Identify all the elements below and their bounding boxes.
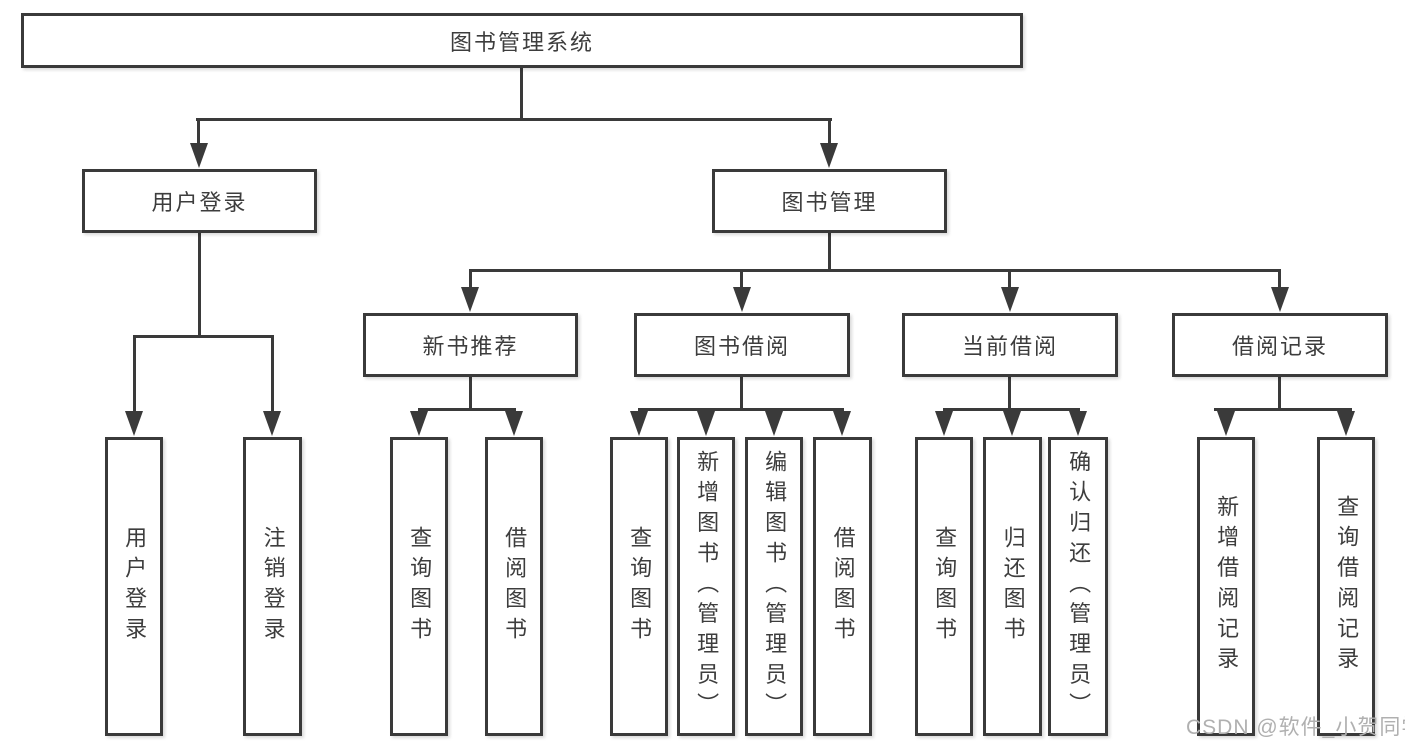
leaf-return-books-label: 归还图书 bbox=[1000, 525, 1026, 648]
arrowhead-down-icon bbox=[125, 411, 143, 436]
node-user-login: 用户登录 bbox=[82, 169, 317, 233]
leaf-add-books-admin: 新增图书（管理员） bbox=[677, 437, 735, 736]
node-borrow-records-label: 借阅记录 bbox=[1231, 334, 1328, 359]
arrowhead-down-icon bbox=[461, 287, 479, 312]
connector-line bbox=[418, 408, 516, 411]
leaf-user-login-label: 用户登录 bbox=[122, 525, 148, 648]
node-new-book-recommend: 新书推荐 bbox=[363, 313, 578, 377]
connector-line bbox=[469, 271, 472, 289]
connector-line bbox=[1214, 408, 1352, 411]
connector-line bbox=[271, 337, 274, 413]
connector-line bbox=[828, 231, 831, 271]
connector-line bbox=[198, 231, 201, 337]
connector-line bbox=[520, 66, 523, 120]
arrowhead-down-icon bbox=[1337, 411, 1355, 436]
arrowhead-down-icon bbox=[630, 411, 648, 436]
leaf-borrow-books: 借阅图书 bbox=[813, 437, 872, 736]
leaf-query-books-recommend: 查询图书 bbox=[390, 437, 448, 736]
node-book-management-label: 图书管理 bbox=[781, 190, 878, 215]
node-current-borrow: 当前借阅 bbox=[902, 313, 1118, 377]
arrowhead-down-icon bbox=[733, 287, 751, 312]
leaf-query-books-borrow-label: 查询图书 bbox=[627, 525, 653, 648]
arrowhead-down-icon bbox=[1003, 411, 1021, 436]
arrowhead-down-icon bbox=[1069, 411, 1087, 436]
node-book-borrow-label: 图书借阅 bbox=[693, 334, 790, 359]
node-current-borrow-label: 当前借阅 bbox=[961, 334, 1058, 359]
leaf-edit-books-admin-label: 编辑图书（管理员） bbox=[762, 449, 788, 724]
connector-line bbox=[740, 271, 743, 289]
connector-line bbox=[133, 337, 136, 413]
connector-line bbox=[1008, 375, 1011, 410]
leaf-add-borrow-record-label: 新增借阅记录 bbox=[1214, 495, 1240, 678]
leaf-query-books-recommend-label: 查询图书 bbox=[407, 525, 433, 648]
leaf-user-login: 用户登录 bbox=[105, 437, 163, 736]
arrowhead-down-icon bbox=[190, 143, 208, 168]
node-user-login-label: 用户登录 bbox=[151, 190, 248, 215]
leaf-query-borrow-record-label: 查询借阅记录 bbox=[1334, 495, 1360, 678]
leaf-borrow-books-label: 借阅图书 bbox=[830, 525, 856, 648]
connector-line bbox=[469, 375, 472, 410]
node-book-borrow: 图书借阅 bbox=[634, 313, 850, 377]
arrowhead-down-icon bbox=[410, 411, 428, 436]
leaf-query-borrow-record: 查询借阅记录 bbox=[1317, 437, 1375, 736]
connector-line bbox=[1008, 271, 1011, 289]
leaf-query-books-borrow: 查询图书 bbox=[610, 437, 668, 736]
node-borrow-records: 借阅记录 bbox=[1172, 313, 1388, 377]
arrowhead-down-icon bbox=[833, 411, 851, 436]
node-library-management-system-label: 图书管理系统 bbox=[449, 29, 594, 55]
leaf-logout: 注销登录 bbox=[243, 437, 302, 736]
node-library-management-system: 图书管理系统 bbox=[21, 13, 1023, 68]
connector-line bbox=[196, 118, 832, 121]
leaf-confirm-return-admin-label: 确认归还（管理员） bbox=[1066, 449, 1092, 724]
node-new-book-recommend-label: 新书推荐 bbox=[422, 334, 519, 359]
arrowhead-down-icon bbox=[263, 411, 281, 436]
arrowhead-down-icon bbox=[505, 411, 523, 436]
arrowhead-down-icon bbox=[765, 411, 783, 436]
leaf-query-books-current: 查询图书 bbox=[915, 437, 973, 736]
leaf-borrow-books-recommend-label: 借阅图书 bbox=[502, 525, 528, 648]
connector-line bbox=[133, 335, 274, 338]
leaf-borrow-books-recommend: 借阅图书 bbox=[485, 437, 543, 736]
arrowhead-down-icon bbox=[1271, 287, 1289, 312]
connector-line bbox=[740, 375, 743, 410]
leaf-logout-label: 注销登录 bbox=[260, 525, 286, 648]
connector-line bbox=[1278, 271, 1281, 289]
leaf-confirm-return-admin: 确认归还（管理员） bbox=[1048, 437, 1108, 736]
arrowhead-down-icon bbox=[1001, 287, 1019, 312]
leaf-query-books-current-label: 查询图书 bbox=[932, 525, 958, 648]
connector-line bbox=[943, 408, 1080, 411]
connector-line bbox=[197, 120, 200, 146]
csdn-watermark: CSDN @软件_小贺同学 bbox=[1186, 716, 1405, 739]
leaf-add-books-admin-label: 新增图书（管理员） bbox=[694, 449, 720, 724]
connector-line bbox=[469, 269, 1281, 272]
node-book-management: 图书管理 bbox=[712, 169, 947, 233]
arrowhead-down-icon bbox=[697, 411, 715, 436]
connector-line bbox=[1278, 375, 1281, 410]
leaf-add-borrow-record: 新增借阅记录 bbox=[1197, 437, 1255, 736]
connector-line bbox=[828, 120, 831, 146]
leaf-edit-books-admin: 编辑图书（管理员） bbox=[745, 437, 803, 736]
arrowhead-down-icon bbox=[820, 143, 838, 168]
arrowhead-down-icon bbox=[935, 411, 953, 436]
arrowhead-down-icon bbox=[1217, 411, 1235, 436]
connector-line bbox=[638, 408, 844, 411]
leaf-return-books: 归还图书 bbox=[983, 437, 1042, 736]
